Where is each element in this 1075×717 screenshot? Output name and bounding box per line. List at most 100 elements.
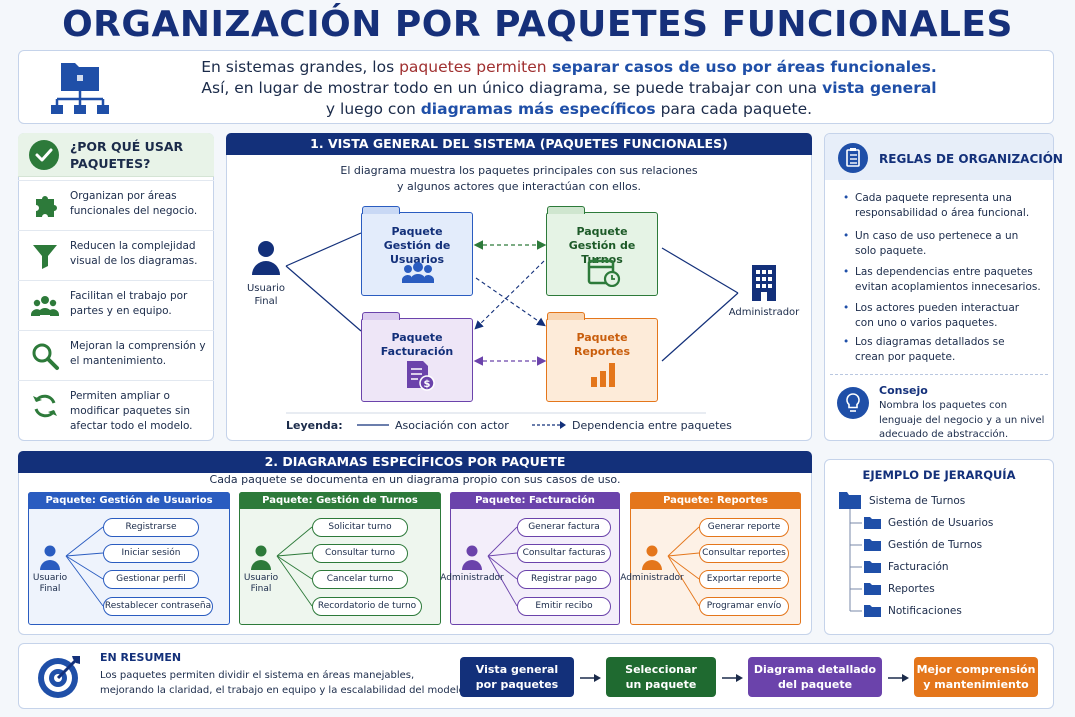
flow-step-line2: por paquetes (475, 678, 559, 691)
flow-step-select: Seleccionar un paquete (606, 657, 716, 697)
actor-label-line: Usuario (243, 573, 279, 583)
arrow-right-icon (722, 674, 743, 682)
invoice-icon: $ (407, 361, 435, 391)
flow-step-maintenance: Mejor comprensión y mantenimiento (914, 657, 1038, 697)
rule-item: Los diagramas detallados se crean por pa… (843, 335, 1025, 365)
tree-item: Gestión de Usuarios (888, 517, 994, 529)
intro-line3-c: para cada paquete. (655, 100, 813, 118)
actor-label: Administrador (620, 573, 684, 584)
intro-line2-a: Así, en lugar de mostrar todo en un únic… (201, 79, 823, 97)
overview-connectors (285, 232, 739, 414)
intro-highlight-specific: diagramas más específicos (420, 100, 656, 118)
use-case: Generar reporte (699, 518, 789, 537)
specific-header: 2. DIAGRAMAS ESPECÍFICOS POR PAQUETE (18, 451, 812, 473)
use-case: Emitir recibo (517, 597, 611, 616)
usecase-connectors (65, 526, 104, 607)
specific-description: Cada paquete se documenta en un diagrama… (209, 473, 621, 486)
package-label-line1: Paquete (576, 225, 628, 238)
use-case: Solicitar turno (312, 518, 408, 537)
lightbulb-icon (837, 387, 869, 419)
intro-line3-a: y luego con (325, 100, 421, 118)
team-icon (30, 296, 60, 316)
flow-step-line1: Vista general (475, 663, 559, 676)
why-title: ¿POR QUÉ USAR PAQUETES? (70, 139, 184, 171)
use-case: Gestionar perfil (103, 570, 199, 589)
intro-highlight-packages: paquetes permiten (399, 58, 547, 76)
summary-text-line2: mejorando la claridad, el trabajo en equ… (100, 685, 468, 696)
package-label-line2: Reportes (573, 345, 631, 358)
intro-line1-a: En sistemas grandes, los (201, 58, 400, 76)
magnifier-icon (32, 343, 59, 370)
actor-label-line1: Usuario (246, 283, 285, 294)
actor-label-line: Final (250, 584, 272, 594)
why-panel (18, 133, 214, 441)
intro-text: En sistemas grandes, los paquetes permit… (169, 57, 969, 120)
use-case: Programar envío (699, 597, 789, 616)
why-item: Reducen la complejidad visual de los dia… (18, 230, 214, 280)
why-item: Organizan por áreas funcionales del nego… (18, 180, 214, 230)
actor-administrador: Administrador (728, 307, 800, 318)
target-icon (38, 656, 80, 698)
page-title: ORGANIZACIÓN POR PAQUETES FUNCIONALES (62, 4, 1013, 45)
rule-item: Un caso de uso pertenece a un solo paque… (843, 229, 1025, 259)
calendar-clock-icon (587, 258, 621, 287)
legend-solid-line (357, 424, 389, 426)
rules-title: REGLAS DE ORGANIZACIÓN (879, 152, 1063, 166)
legend-association: Asociación con actor (395, 419, 509, 432)
use-case: Consultar facturas (517, 544, 611, 563)
flow-step-line2: del paquete (777, 678, 853, 691)
overview-desc-line1: El diagrama muestra los paquetes princip… (340, 164, 698, 177)
user-actor-icon (252, 241, 280, 275)
why-item-text: Mejoran la comprensión y el mantenimient… (70, 340, 206, 367)
actor-label: Administrador (440, 573, 504, 584)
use-case: Consultar reportes (699, 544, 789, 563)
use-case: Registrar pago (517, 570, 611, 589)
tree-item: Gestión de Turnos (888, 539, 983, 551)
use-case: Consultar turno (312, 544, 408, 563)
hierarchy-panel (824, 459, 1054, 635)
actor-user-final: Usuario Final (236, 282, 296, 308)
why-header: ¿POR QUÉ USAR PAQUETES? (18, 133, 214, 177)
overview-description: El diagrama muestra los paquetes princip… (226, 163, 812, 195)
use-case: Recordatorio de turno (312, 597, 422, 616)
package-label-line1: Paquete (391, 225, 443, 238)
flow-step-overview: Vista general por paquetes (460, 657, 574, 697)
flow-step-line1: Mejor comprensión (916, 663, 1036, 676)
legend-label: Leyenda: (286, 419, 343, 432)
tree-item: Facturación (888, 561, 949, 573)
why-item: Permiten ampliar o modificar paquetes si… (18, 380, 214, 438)
use-case: Registrarse (103, 518, 199, 537)
flow-step-line1: Seleccionar (625, 663, 697, 676)
flow-step-line2: un paquete (625, 678, 697, 691)
column-title: Paquete: Facturación (450, 492, 620, 509)
bar-chart-icon (591, 363, 615, 387)
check-circle-icon (29, 140, 59, 170)
actor-icon (40, 545, 60, 570)
package-tab (362, 206, 400, 214)
summary-text-line1: Los paquetes permiten dividir el sistema… (100, 670, 415, 681)
flow-step-line1: Diagrama detallado (753, 663, 877, 676)
tip-text: Nombra los paquetes con lenguaje del neg… (879, 400, 1045, 440)
why-item-text: Permiten ampliar o modificar paquetes si… (70, 390, 193, 432)
summary-title: EN RESUMEN (100, 651, 182, 664)
usecase-connectors (487, 526, 518, 607)
rules-divider (830, 374, 1048, 375)
package-label-line1: Paquete (391, 331, 443, 344)
why-item-text: Reducen la complejidad visual de los dia… (70, 240, 198, 267)
legend-dashed-arrow (532, 421, 566, 429)
usecase-connectors (276, 526, 313, 607)
flow-step-detail: Diagrama detallado del paquete (748, 657, 882, 697)
rule-item: Las dependencias entre paquetes evitan a… (843, 265, 1045, 295)
actor-label-line: Final (39, 584, 61, 594)
intro-panel: En sistemas grandes, los paquetes permit… (18, 50, 1054, 124)
flow-step-line2: y mantenimiento (923, 678, 1029, 691)
tree-root: Sistema de Turnos (869, 495, 966, 507)
users-icon (402, 262, 434, 283)
